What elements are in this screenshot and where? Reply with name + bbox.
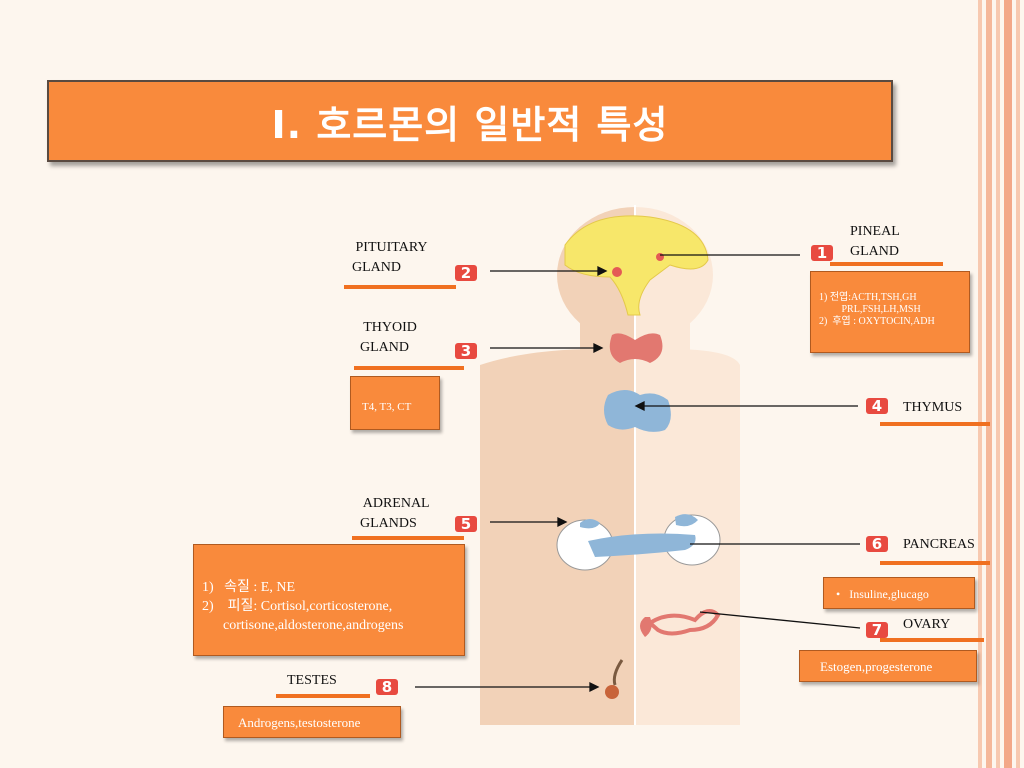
testes-label: TESTES <box>287 673 337 688</box>
adrenal-glands-label: ADRENAL GLANDS <box>360 496 430 531</box>
pancreas-hormones: • Insuline,glucago <box>836 587 929 601</box>
decorative-stripe <box>996 0 1000 768</box>
testes-hormones: Androgens,testosterone <box>238 715 361 730</box>
adrenal-underline <box>352 536 464 540</box>
info-line: 1) 전엽:ACTH,TSH,GH <box>819 292 917 303</box>
info-line: PRL,FSH,LH,MSH <box>819 304 921 315</box>
gland-number-3: 3 <box>455 343 477 359</box>
ovary-label: OVARY <box>903 617 951 632</box>
pituitary-dot <box>612 267 622 277</box>
pancreas-underline <box>880 561 990 565</box>
testes-info-box: Androgens,testosterone <box>223 706 401 738</box>
gland-number-4: 4 <box>866 398 888 414</box>
brain-shape <box>564 215 709 316</box>
decorative-stripe <box>986 0 992 768</box>
thyroid-info-box: T4, T3, CT <box>350 376 440 430</box>
slide-title: I. 호르몬의 일반적 특성 <box>271 102 669 147</box>
adrenal-right <box>675 514 698 527</box>
thyroid-hormones: T4, T3, CT <box>362 401 412 413</box>
thyroid-gland-label: THYOID GLAND <box>360 320 417 355</box>
pancreas-shape <box>588 533 696 557</box>
thyroid-shape <box>609 333 663 363</box>
uterus-shape <box>640 617 652 637</box>
gland-number-1: 1 <box>811 245 833 261</box>
title-banner: I. 호르몬의 일반적 특성 <box>47 80 893 162</box>
pituitary-gland-label: PITUITARY GLAND <box>352 240 428 275</box>
info-line: 1) 속질 : E, NE <box>202 580 296 595</box>
testis-shape <box>605 685 619 699</box>
pancreas-label: PANCREAS <box>903 537 975 552</box>
ovary-info-box: Estogen,progesterone <box>799 650 977 682</box>
thyroid-underline <box>354 366 464 370</box>
info-line: 2) 후엽 : OXYTOCIN,ADH <box>819 316 935 327</box>
decorative-stripe <box>1004 0 1012 768</box>
thymus-underline <box>880 422 990 426</box>
thymus-label: THYMUS <box>903 400 963 415</box>
gland-number-8: 8 <box>376 679 398 695</box>
ovary-hormones: Estogen,progesterone <box>820 659 933 674</box>
ovary-underline <box>880 638 984 642</box>
gland-number-7: 7 <box>866 622 888 638</box>
decorative-stripe <box>978 0 982 768</box>
testes-underline <box>276 694 370 698</box>
gland-number-2: 2 <box>455 265 477 281</box>
pituitary-underline <box>344 285 456 289</box>
decorative-stripe <box>1016 0 1020 768</box>
body-illustration <box>480 205 740 725</box>
info-line: cortisone,aldosterone,androgens <box>202 618 404 633</box>
info-line: 2) 피질: Cortisol,corticosterone, <box>202 599 393 614</box>
pineal-gland-label: PINEAL GLAND <box>850 224 900 259</box>
adrenal-left <box>580 519 600 529</box>
pineal-info-box: 1) 전엽:ACTH,TSH,GH PRL,FSH,LH,MSH 2) 후엽 :… <box>810 271 970 353</box>
adrenal-info-box: 1) 속질 : E, NE 2) 피질: Cortisol,corticoste… <box>193 544 465 656</box>
gland-number-6: 6 <box>866 536 888 552</box>
ovary-shape <box>646 609 721 636</box>
pineal-underline <box>830 262 943 266</box>
pancreas-info-box: • Insuline,glucago <box>823 577 975 609</box>
thymus-shape <box>604 390 671 432</box>
gland-number-5: 5 <box>455 516 477 532</box>
